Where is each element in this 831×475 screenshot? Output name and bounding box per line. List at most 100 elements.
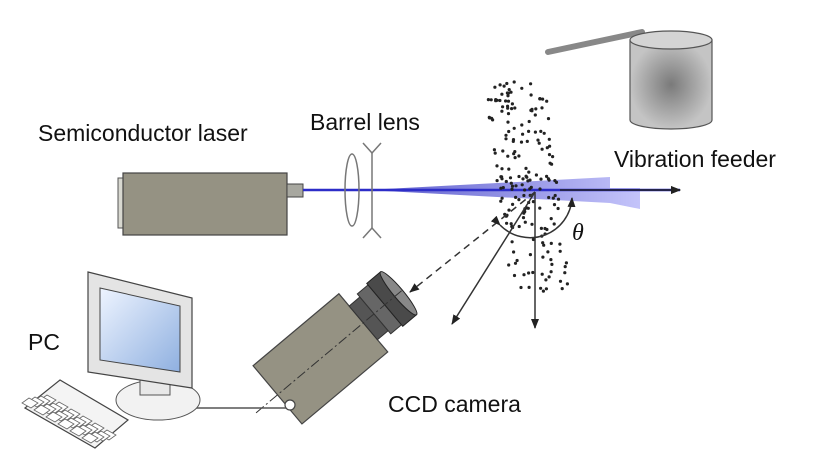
particle: [527, 129, 531, 133]
particle: [546, 117, 551, 121]
particle: [547, 195, 551, 200]
particle: [540, 106, 544, 110]
particle: [524, 174, 528, 178]
particle: [499, 186, 503, 190]
particle: [494, 98, 498, 102]
particle: [525, 139, 529, 143]
particle: [510, 107, 514, 111]
particle: [531, 270, 535, 275]
particle: [527, 285, 531, 289]
particle: [521, 132, 525, 136]
particle: [492, 148, 496, 152]
particle: [523, 220, 527, 224]
particle: [548, 144, 552, 148]
ccd-camera: [252, 271, 418, 425]
particle: [534, 107, 538, 111]
particle: [551, 155, 555, 159]
particle: [552, 222, 556, 226]
particle: [545, 99, 549, 103]
particle: [498, 83, 502, 87]
scatter-arrow-oblique: [451, 191, 536, 325]
particle: [493, 151, 497, 155]
keyboard-key: [33, 404, 51, 416]
particle: [527, 119, 531, 124]
particle: [541, 241, 545, 245]
particle: [504, 133, 508, 137]
particle: [515, 258, 519, 263]
particle: [510, 240, 514, 244]
particle: [501, 149, 505, 153]
particle: [505, 81, 509, 86]
particle: [538, 97, 542, 101]
particle: [543, 226, 547, 231]
keyboard-key: [57, 418, 75, 430]
particle: [502, 84, 506, 88]
keyboard-key: [81, 432, 99, 444]
particle: [547, 275, 551, 279]
scatter-arrow-to-camera: [409, 191, 536, 293]
particle: [504, 137, 508, 141]
particle: [548, 161, 552, 165]
particle: [563, 265, 567, 269]
particle: [512, 152, 516, 156]
particle: [533, 113, 537, 117]
particle: [506, 99, 511, 103]
particle: [547, 137, 551, 141]
particle: [504, 179, 508, 184]
particle: [537, 141, 541, 145]
particle: [519, 285, 523, 290]
particle: [501, 105, 505, 109]
particle: [550, 262, 554, 266]
particle: [511, 139, 515, 143]
particle: [552, 203, 557, 207]
pc-monitor: [87, 271, 201, 421]
particle: [512, 80, 516, 84]
particle: [500, 167, 504, 171]
particle: [508, 176, 513, 180]
particle: [498, 98, 502, 103]
particle: [507, 208, 511, 212]
particle: [511, 250, 516, 254]
particle: [538, 187, 542, 191]
particle: [517, 154, 521, 158]
particle: [487, 116, 492, 120]
particle: [544, 287, 549, 291]
particle: [507, 167, 511, 171]
angle-arc: [490, 197, 576, 239]
particle: [565, 282, 570, 286]
particle: [509, 222, 513, 226]
particle: [522, 193, 526, 198]
particle: [509, 181, 513, 185]
semiconductor-laser: [117, 172, 304, 236]
particle: [551, 196, 555, 200]
laser-beam-fan: [385, 177, 640, 209]
particle: [534, 173, 539, 177]
lens-label: Barrel lens: [310, 109, 420, 135]
particle: [523, 188, 527, 192]
particle: [542, 243, 546, 247]
particle: [545, 146, 549, 150]
particle: [542, 131, 546, 135]
particle: [563, 271, 567, 275]
particle: [500, 92, 504, 96]
particle: [540, 272, 544, 276]
particle: [547, 153, 552, 157]
particle: [554, 180, 559, 184]
particle: [517, 174, 521, 179]
particle: [520, 123, 524, 127]
particle: [530, 222, 534, 226]
laser-label: Semiconductor laser: [38, 120, 248, 146]
particle: [549, 258, 553, 262]
particle: [495, 164, 499, 168]
particle: [486, 98, 490, 102]
particle: [500, 109, 504, 113]
particle: [521, 216, 526, 220]
particle: [506, 112, 511, 116]
particle: [520, 86, 524, 90]
particle: [558, 242, 562, 246]
particle: [539, 129, 543, 133]
angle-label: θ: [572, 220, 584, 246]
particle: [541, 97, 545, 101]
keyboard-key: [21, 397, 39, 409]
